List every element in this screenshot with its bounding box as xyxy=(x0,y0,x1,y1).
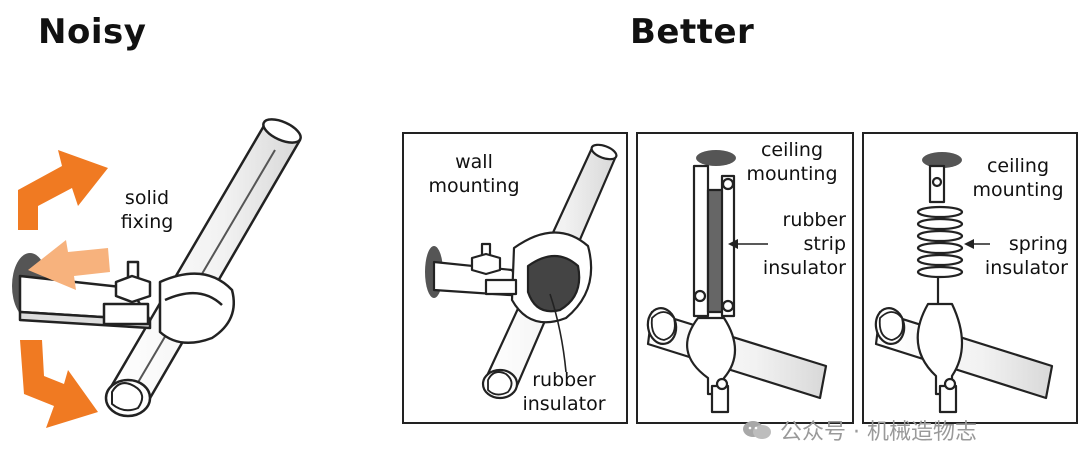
spring-insulator-label: spring insulator xyxy=(966,232,1068,280)
solid-fixing-label: solid fixing xyxy=(112,186,182,234)
nut-icon xyxy=(470,252,502,276)
rubber-insulator-label: rubber insulator xyxy=(512,368,616,416)
arrow-up-icon xyxy=(18,150,108,230)
wechat-icon xyxy=(743,421,771,439)
ceiling-spring-illustration xyxy=(874,152,1054,414)
rubber-strip-insulator-label: rubber strip insulator xyxy=(744,208,846,280)
rubber-insulator-line2: insulator xyxy=(522,393,606,415)
wall-mounting-label: wall mounting xyxy=(422,150,526,198)
ceiling-mounting-label-2: ceiling mounting xyxy=(740,138,844,186)
ceiling-mounting-label-3: ceiling mounting xyxy=(966,154,1070,202)
rubber-insulator-line1: rubber xyxy=(532,369,596,391)
clamp-ring xyxy=(916,302,963,396)
clamp-ring xyxy=(158,272,235,345)
ceiling-icon xyxy=(922,152,962,168)
ceiling-icon xyxy=(696,150,736,166)
ceiling-mounting-2-line2: mounting xyxy=(746,163,838,185)
wall-mounting-illustration xyxy=(425,143,618,400)
solid-fixing-line1: solid xyxy=(124,187,170,209)
spring-icon xyxy=(916,205,964,304)
ceiling-mounting-2-line1: ceiling xyxy=(760,139,824,161)
spring-insulator-line2: insulator xyxy=(984,257,1068,279)
rubber-strip-line2: strip xyxy=(803,233,847,255)
rubber-strip-line3: insulator xyxy=(762,257,846,279)
vibration-arrows xyxy=(18,150,110,428)
ceiling-mounting-3-line2: mounting xyxy=(972,179,1064,201)
noisy-illustration xyxy=(12,118,302,418)
watermark-text: 公众号 · 机械造物志 xyxy=(780,420,977,445)
spring-insulator-line1: spring xyxy=(1008,233,1068,255)
solid-fixing-line2: fixing xyxy=(120,211,174,233)
arrow-left-icon xyxy=(28,240,110,290)
wall-mounting-line1: wall xyxy=(455,151,493,173)
nut-icon xyxy=(114,274,152,304)
better-heading: Better xyxy=(630,12,755,52)
rubber-strip-line1: rubber xyxy=(782,209,846,231)
watermark: 公众号 · 机械造物志 xyxy=(742,414,977,446)
ceiling-strip-illustration xyxy=(646,150,828,414)
wall-mounting-line2: mounting xyxy=(428,175,520,197)
noisy-heading: Noisy xyxy=(38,12,147,52)
ceiling-mounting-3-line1: ceiling xyxy=(986,155,1050,177)
rubber-insulator xyxy=(526,254,581,313)
arrow-down-icon xyxy=(20,340,98,428)
